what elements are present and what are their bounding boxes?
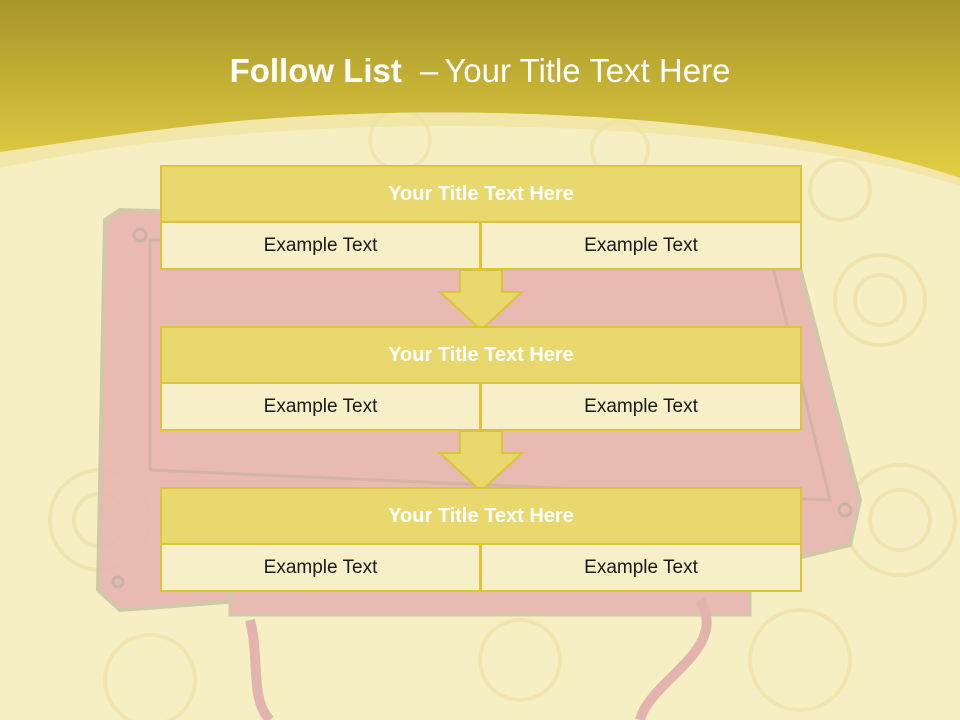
block-cell-right: Example Text [480, 543, 802, 592]
block-cell-left: Example Text [160, 543, 481, 592]
slide-title: Follow List–Your Title Text Here [0, 52, 960, 90]
title-bold: Follow List [229, 52, 402, 89]
down-arrow-icon [438, 431, 524, 493]
down-arrow-icon [438, 270, 524, 332]
block-heading: Your Title Text Here [160, 165, 802, 223]
list-block-1: Your Title Text Here Example Text Exampl… [160, 165, 802, 270]
block-cell-left: Example Text [160, 221, 481, 270]
block-cell-right: Example Text [480, 221, 802, 270]
block-heading: Your Title Text Here [160, 487, 802, 545]
title-rest: Your Title Text Here [444, 52, 731, 89]
block-heading: Your Title Text Here [160, 326, 802, 384]
list-block-2: Your Title Text Here Example Text Exampl… [160, 326, 802, 431]
block-cell-left: Example Text [160, 382, 481, 431]
block-cell-right: Example Text [480, 382, 802, 431]
title-separator: – [419, 52, 439, 89]
list-block-3: Your Title Text Here Example Text Exampl… [160, 487, 802, 592]
